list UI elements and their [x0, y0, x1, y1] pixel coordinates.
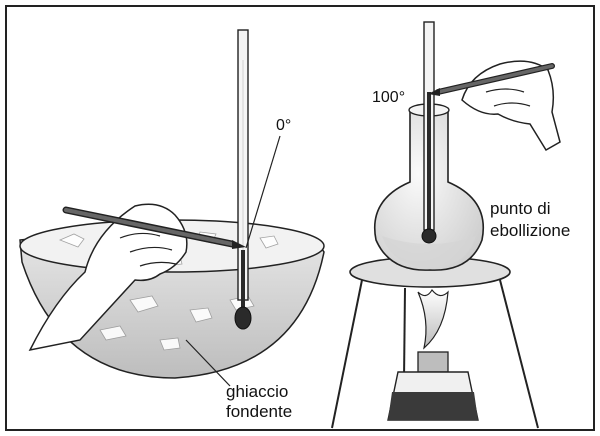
thermometer-icon	[422, 22, 436, 243]
spirit-burner-icon	[388, 290, 478, 420]
zero-degree-label: 0°	[276, 117, 291, 134]
boiling-point-label: punto di ebollizione	[490, 199, 570, 240]
hundred-degree-label: 100°	[372, 89, 405, 106]
melting-ice-label: ghiaccio fondente	[226, 382, 293, 421]
thermometer-icon	[235, 30, 251, 329]
